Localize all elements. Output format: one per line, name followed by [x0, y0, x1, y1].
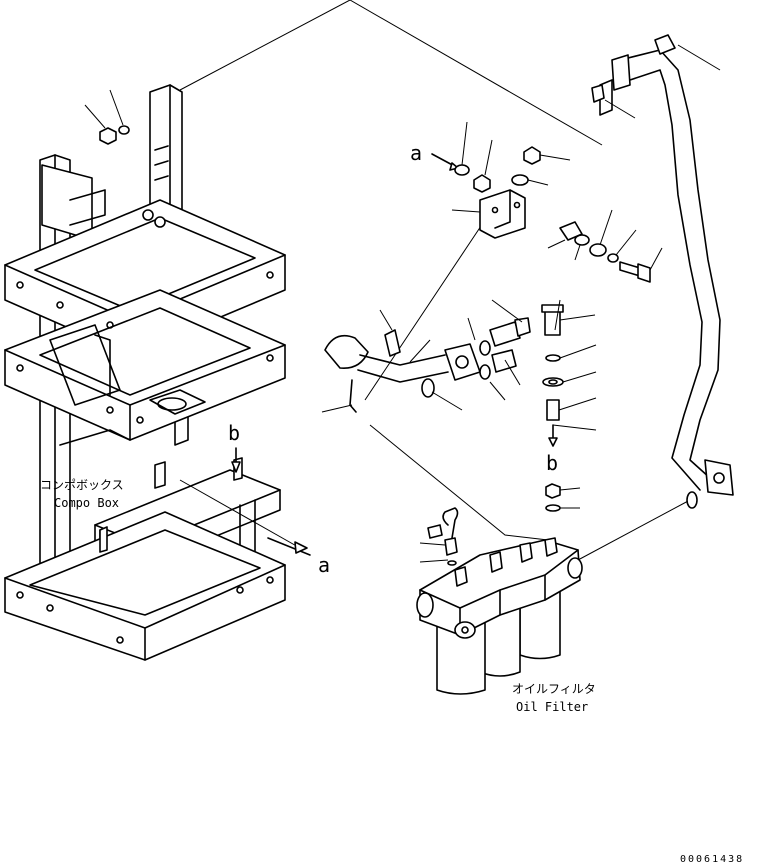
- leader-lines: [179, 0, 691, 561]
- callout-labels: a a b b コンポボックス Compo Box オイルフィルタ Oil Fi…: [40, 141, 744, 865]
- compo-box-label-jp: コンポボックス: [40, 478, 124, 492]
- ref-a-top: a: [410, 141, 422, 165]
- oil-pipe-long: [591, 34, 734, 509]
- ref-a-bottom: a: [318, 553, 330, 577]
- oil-filter-label-jp: オイルフィルタ: [512, 682, 596, 696]
- compo-box-label-en: Compo Box: [54, 496, 119, 510]
- compo-box-frame: [4, 84, 286, 661]
- pipe-bolts: [467, 299, 531, 401]
- stack-hardware: [541, 299, 597, 512]
- nut-washer-left: [84, 89, 130, 145]
- oil-pipe-short: [321, 309, 481, 413]
- ref-b-left: b: [228, 421, 240, 445]
- drawing-number: 00061438: [680, 854, 744, 865]
- oil-filter-assembly: [416, 507, 583, 695]
- ref-b-right: b: [546, 451, 558, 475]
- upper-bracket-hardware: [431, 121, 663, 283]
- oil-filter-label-en: Oil Filter: [516, 700, 588, 714]
